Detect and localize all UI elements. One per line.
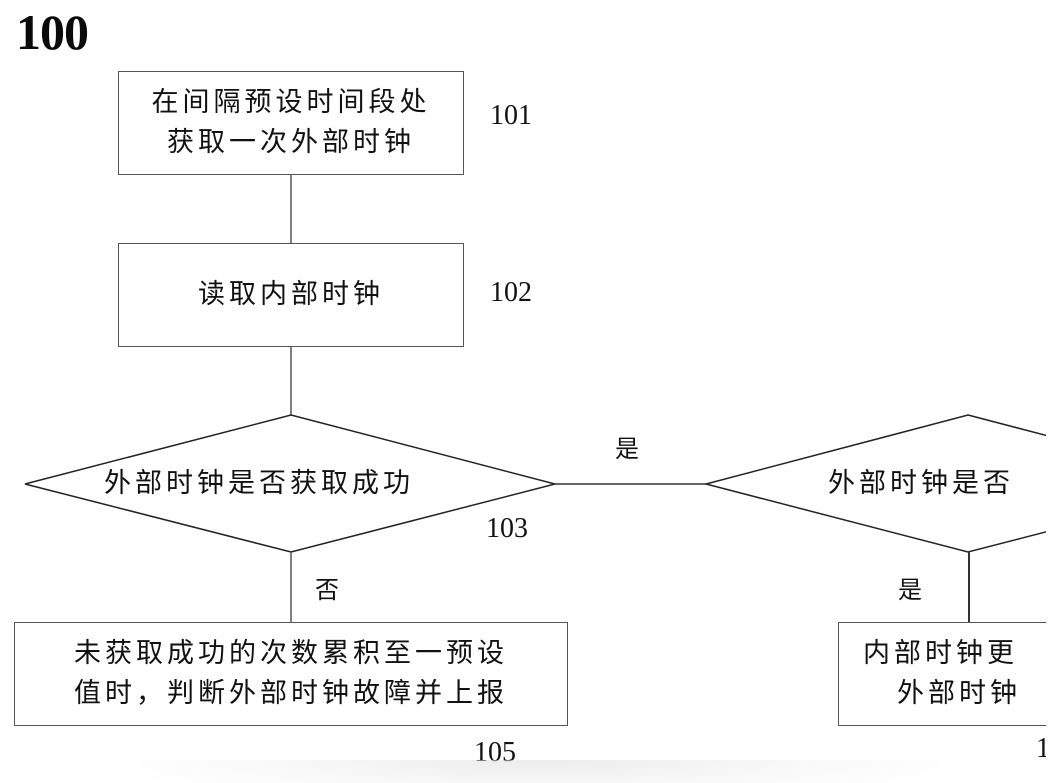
step-101-line-1: 在间隔预设时间段处	[151, 87, 431, 118]
step-105-line-2: 值时，判断外部时钟故障并上报	[74, 678, 508, 709]
step-102-box: 读取内部时钟	[118, 243, 464, 347]
edge-103-yes-label: 是	[615, 435, 639, 463]
step-101-ref: 101	[490, 100, 532, 131]
step-106-text: 内部时钟更 外部时钟	[839, 634, 1021, 714]
step-101-box: 在间隔预设时间段处 获取一次外部时钟	[118, 71, 464, 175]
step-106-ref: 1	[1036, 733, 1046, 764]
step-102-ref: 102	[490, 277, 532, 308]
step-105-ref: 105	[474, 737, 516, 768]
figure-number: 100	[16, 4, 89, 60]
step-101-line-2: 获取一次外部时钟	[167, 127, 415, 158]
decision-103-label: 外部时钟是否获取成功	[104, 468, 414, 499]
step-102-text: 读取内部时钟	[198, 275, 384, 315]
step-106-line-1: 内部时钟更	[863, 638, 1018, 669]
step-105-text: 未获取成功的次数累积至一预设 值时，判断外部时钟故障并上报	[74, 634, 508, 714]
step-106-line-2: 外部时钟	[897, 678, 1021, 709]
edge-103-no-label: 否	[315, 576, 339, 604]
step-106-box: 内部时钟更 外部时钟	[838, 622, 1046, 726]
step-102-line-1: 读取内部时钟	[198, 279, 384, 310]
decision-104-label: 外部时钟是否	[828, 468, 1014, 499]
step-105-line-1: 未获取成功的次数累积至一预设	[74, 638, 508, 669]
step-101-text: 在间隔预设时间段处 获取一次外部时钟	[152, 83, 431, 163]
edge-104-yes-label: 是	[898, 576, 922, 604]
decision-103-ref: 103	[486, 513, 528, 544]
step-105-box: 未获取成功的次数累积至一预设 值时，判断外部时钟故障并上报	[14, 622, 568, 726]
